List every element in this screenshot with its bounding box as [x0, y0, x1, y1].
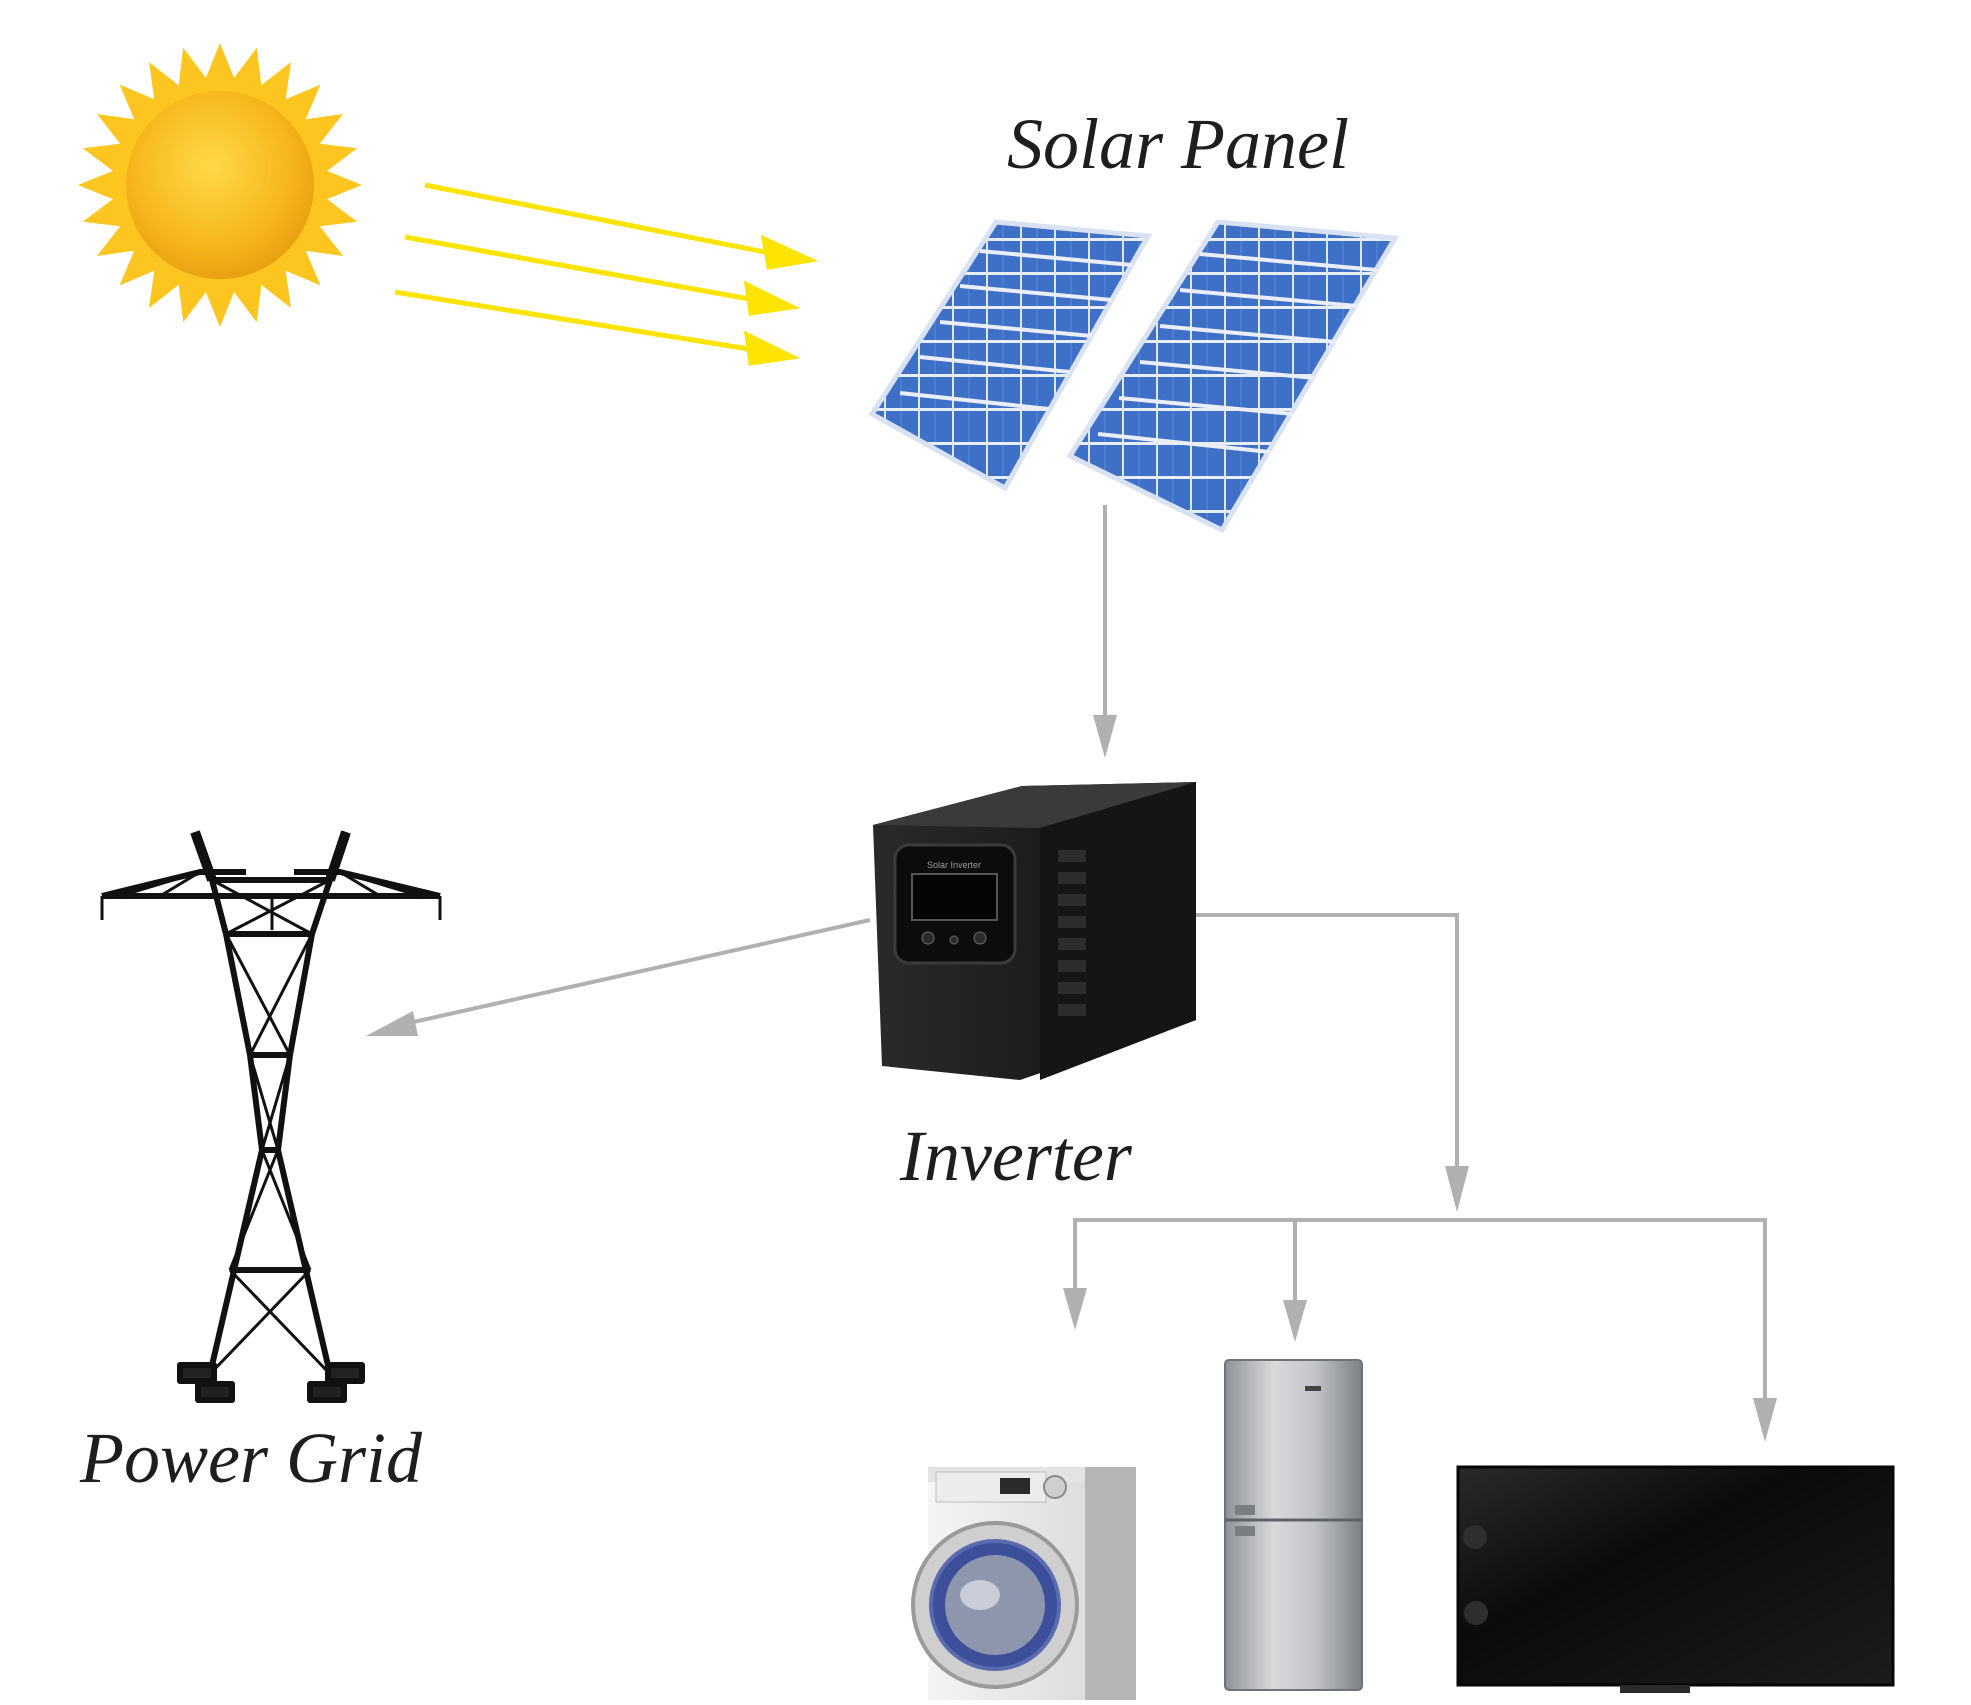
- power-grid-label: Power Grid: [80, 1418, 422, 1498]
- inverter-icon: Solar Inverter: [873, 782, 1196, 1080]
- refrigerator-icon: [1224, 1359, 1363, 1691]
- solar-panel-label: Solar Panel: [1007, 104, 1349, 184]
- inverter-label: Inverter: [900, 1116, 1132, 1196]
- connector-lines: [399, 505, 1767, 1400]
- sun-icon: [78, 43, 362, 327]
- washing-machine-icon: [911, 1467, 1136, 1700]
- connector-arrowheads: [366, 715, 1777, 1442]
- power-tower-icon: [100, 830, 442, 1403]
- solar-panel-icon: [868, 219, 1400, 534]
- television-icon: [1456, 1465, 1895, 1693]
- sun-core: [126, 91, 314, 279]
- sunlight-arrows: [394, 182, 819, 366]
- inverter-display-label: Solar Inverter: [927, 860, 981, 870]
